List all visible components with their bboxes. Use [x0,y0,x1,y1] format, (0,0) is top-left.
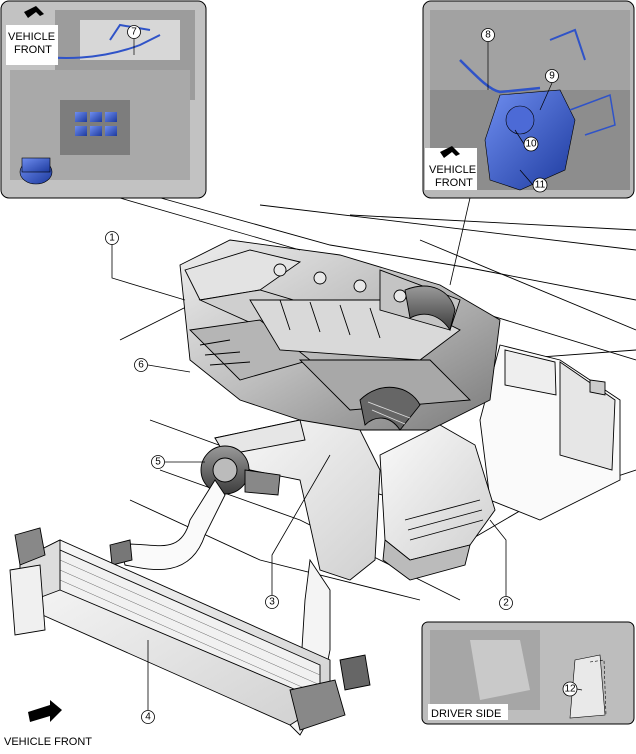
svg-text:7: 7 [131,27,137,38]
vehicle-front-arrow-icon [28,700,62,722]
callout-6: 6 [134,358,148,372]
air-cleaner-box [379,424,496,581]
callout-12: 12 [562,681,578,697]
inset-bottom-right [421,621,635,725]
intercooler [9,527,346,731]
inset-top-right [422,0,635,199]
inset-top-right-pointer [449,197,471,286]
svg-text:2: 2 [503,598,509,609]
svg-text:1: 1 [109,233,115,244]
engine-assembly [179,239,501,431]
svg-text:4: 4 [145,712,151,723]
vehicle-front-label-top-left: VEHICLE FRONT [8,31,58,56]
callout-9: 9 [545,69,559,83]
radiator-support [479,344,621,521]
svg-text:10: 10 [525,139,537,150]
callout-8: 8 [481,28,495,42]
turbocharger [200,445,281,496]
intake-hose [359,285,456,431]
callout-10: 10 [523,136,539,152]
svg-text:6: 6 [138,360,144,371]
callout-3: 3 [265,595,279,609]
svg-text:3: 3 [269,597,275,608]
svg-text:12: 12 [564,684,576,695]
svg-text:11: 11 [535,180,546,191]
callout-7: 7 [127,25,141,39]
callout-leaders [111,244,507,710]
intercooler-hoses [109,479,371,691]
callout-4: 4 [141,710,155,724]
inset-top-left-pointer [119,197,301,251]
svg-text:9: 9 [549,71,555,82]
callout-1: 1 [105,231,119,245]
callout-5: 5 [151,455,165,469]
vehicle-front-label-top-right: VEHICLE FRONT [429,164,479,189]
svg-text:5: 5 [155,457,161,468]
inset-top-left [0,0,207,199]
vehicle-front-label-bottom: VEHICLE FRONT [4,736,92,748]
driver-side-label: DRIVER SIDE [431,708,501,720]
callout-11: 11 [532,177,548,193]
callout-2: 2 [499,596,513,610]
svg-text:8: 8 [485,30,491,41]
inset-leaders [133,39,583,691]
